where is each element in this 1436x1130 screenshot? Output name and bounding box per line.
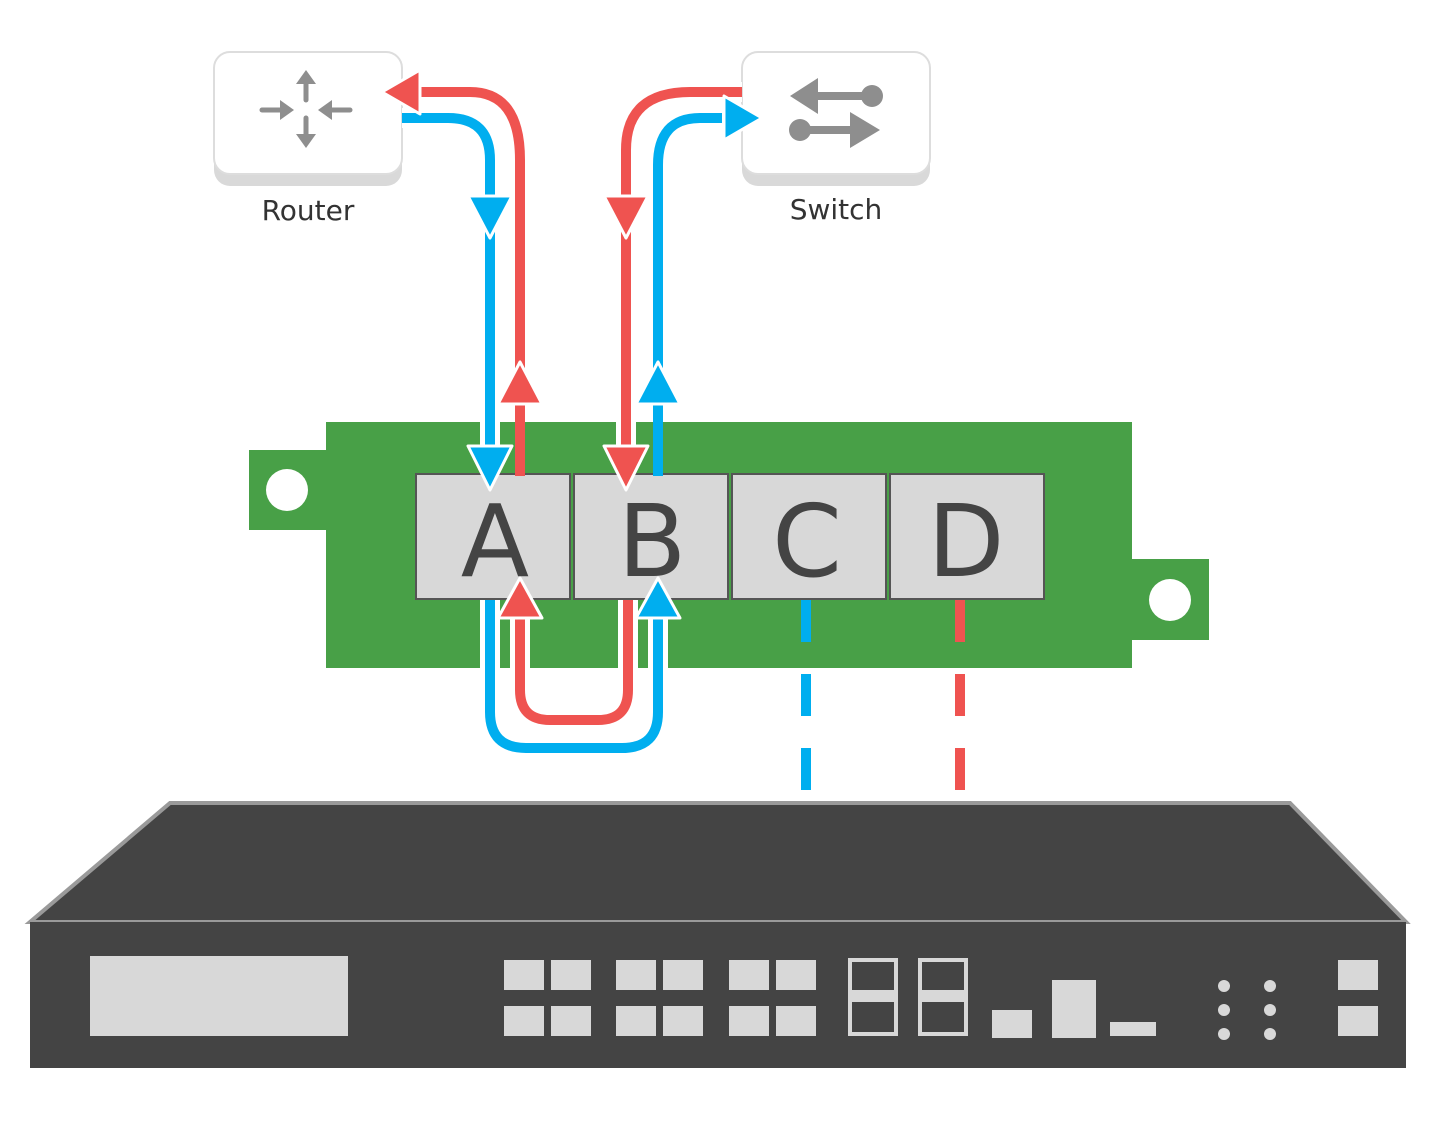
arrow-to-router bbox=[380, 68, 422, 116]
path-b-to-switch bbox=[653, 113, 722, 476]
port-a[interactable]: A bbox=[415, 473, 571, 600]
router-label: Router bbox=[262, 194, 355, 227]
path-a-to-router bbox=[418, 87, 525, 476]
traffic-paths bbox=[402, 82, 965, 825]
arrow-up-blue-b bbox=[634, 360, 682, 406]
path-loop-b-to-a bbox=[515, 600, 633, 725]
arrow-up-red-a bbox=[496, 360, 544, 406]
mounting-hole bbox=[266, 469, 308, 511]
arrow-down-red-switch bbox=[602, 194, 650, 240]
arrow-down-blue-router bbox=[466, 194, 514, 240]
arrow-into-b bbox=[602, 444, 650, 492]
appliance-console-port bbox=[992, 1010, 1032, 1038]
port-c-label: C bbox=[772, 483, 842, 600]
path-switch-to-b bbox=[621, 87, 742, 460]
mounting-hole bbox=[1149, 579, 1191, 621]
path-loop-a-to-b bbox=[485, 600, 663, 753]
switch-device: Switch bbox=[741, 51, 931, 226]
router-device: Router bbox=[213, 51, 403, 227]
appliance-slot bbox=[1110, 1022, 1156, 1036]
arrow-to-switch bbox=[722, 94, 764, 142]
appliance-leds bbox=[1218, 980, 1276, 1040]
port-b[interactable]: B bbox=[573, 473, 729, 600]
bypass-module: A B C D bbox=[249, 422, 1209, 668]
arrow-into-a-bottom bbox=[496, 576, 544, 620]
arrow-into-a bbox=[466, 444, 514, 492]
port-d-label: D bbox=[927, 483, 1004, 600]
network-appliance-icon bbox=[24, 801, 1411, 1068]
path-router-to-a bbox=[402, 113, 495, 460]
port-c[interactable]: C bbox=[731, 473, 887, 600]
switch-label: Switch bbox=[790, 193, 883, 226]
appliance-port-group bbox=[504, 960, 816, 1036]
appliance-usb-port bbox=[1052, 980, 1096, 1038]
appliance-display bbox=[90, 956, 348, 1036]
router-icon bbox=[259, 70, 353, 148]
port-b-label: B bbox=[618, 483, 687, 600]
switch-icon bbox=[789, 78, 883, 148]
port-d[interactable]: D bbox=[889, 473, 1045, 600]
arrow-into-b-bottom bbox=[634, 576, 682, 620]
